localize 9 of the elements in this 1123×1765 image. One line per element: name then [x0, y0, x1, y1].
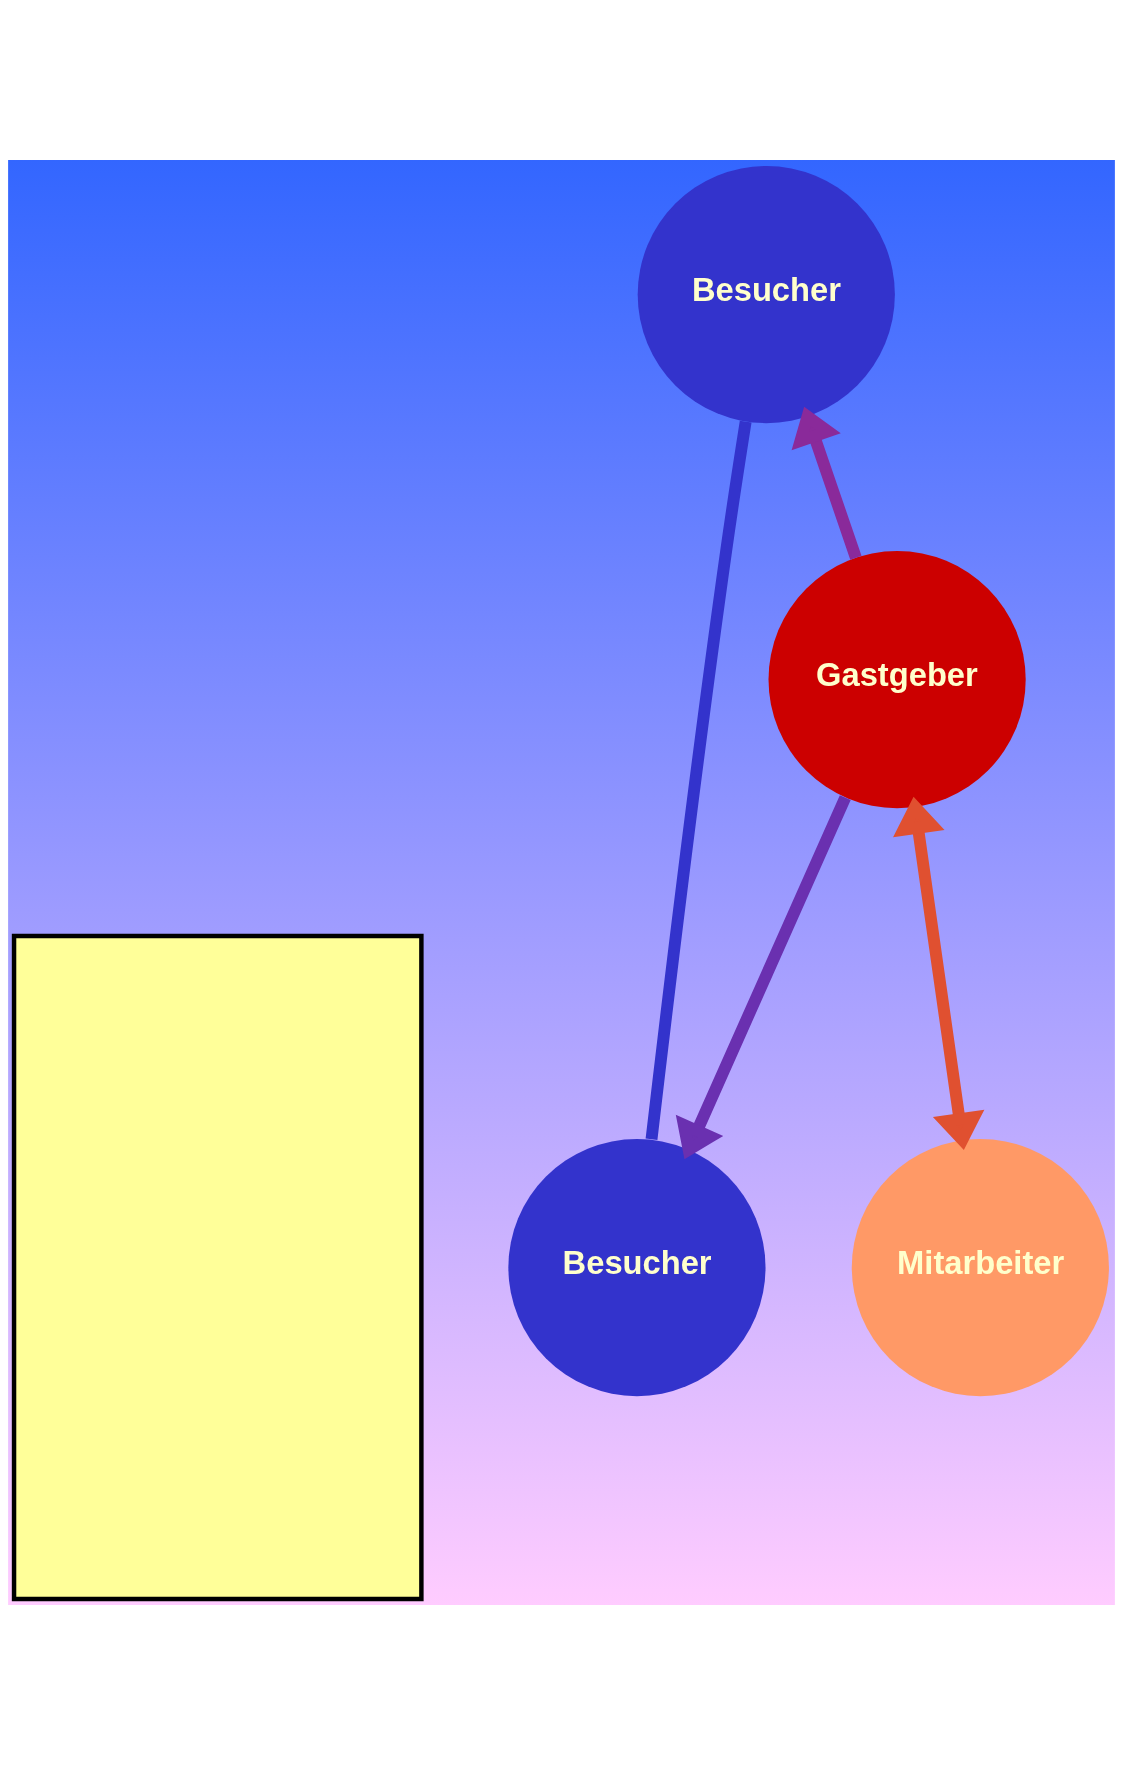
node-circle: Besucher [508, 1138, 766, 1397]
arrow [675, 795, 851, 1160]
node-box [11, 933, 424, 1602]
node-circle: Besucher [637, 165, 895, 424]
arrow [893, 796, 985, 1151]
node-circle: Gastgeber [768, 551, 1026, 809]
arrow [791, 406, 862, 560]
connector [645, 420, 752, 1140]
node-circle: Mitarbeiter [851, 1138, 1109, 1397]
